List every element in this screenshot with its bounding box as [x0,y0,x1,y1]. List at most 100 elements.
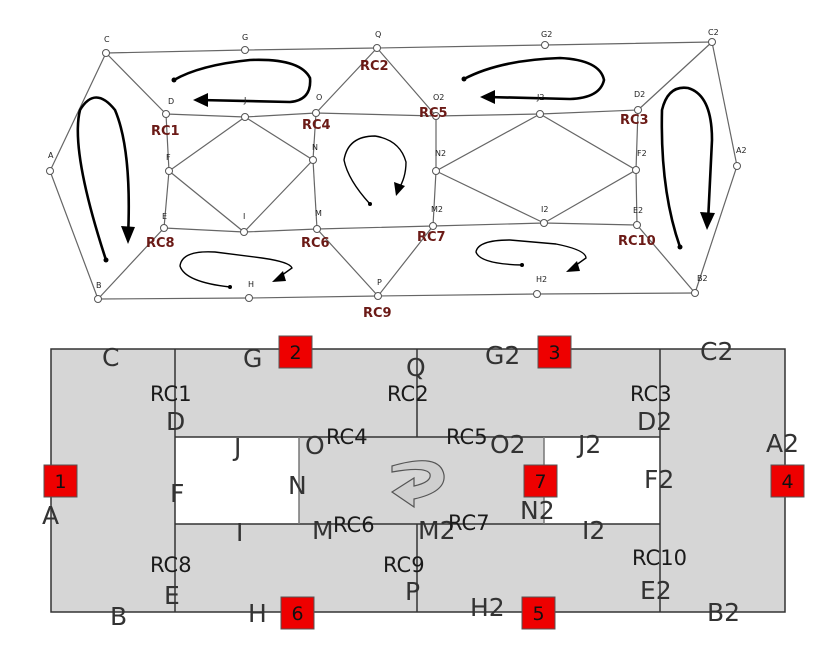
edge-n-m [312,159,318,230]
top-region-rc7: RC7 [417,230,446,245]
bottom-region-rc5: RC5 [446,425,488,449]
flow-arrow-right-head [700,212,715,230]
top-label-q: Q [375,30,381,39]
top-label-e: E [162,212,167,221]
edge-c2-d2 [637,41,713,111]
edge-b2-e2 [636,224,696,294]
edge-right [694,41,738,294]
bottom-label-p: P [405,577,420,606]
flow-arrow-bottom-right-head [566,261,580,272]
top-label-c2: C2 [708,28,719,37]
top-region-rc9: RC9 [363,306,392,321]
top-region-labels: RC1 RC2 RC3 RC4 RC5 RC6 RC7 RC8 RC9 RC10 [146,59,656,321]
flow-arrow-center-start [368,202,372,206]
graph-nodes [46,38,741,303]
top-region-rc3: RC3 [620,113,649,128]
edge-lower-mid [163,222,638,233]
badge-3: 3 [537,335,572,369]
node-f [165,167,173,175]
node-f2 [632,166,640,174]
top-label-n2: N2 [435,149,446,158]
bottom-region-rc4: RC4 [326,425,368,449]
bottom-node-labels: C G Q G2 C2 D J O O2 J2 D2 A2 A F N F2 I… [42,337,799,631]
node-j [241,113,249,121]
badge-6-label: 6 [291,603,303,625]
bottom-label-a2: A2 [766,429,799,458]
flow-arrow-right-start [677,244,683,250]
bottom-label-c: C [102,343,119,372]
bottom-region-rc7: RC7 [448,511,490,535]
node-h [245,294,253,302]
top-label-f: F [166,153,171,162]
node-i [240,228,248,236]
bottom-label-g2: G2 [485,341,520,370]
flow-arrow-top-right [463,56,606,101]
top-region-rc8: RC8 [146,236,175,251]
bottom-label-f2: F2 [644,465,674,494]
flow-arrow-top-right-start [461,76,467,82]
node-n2 [432,167,440,175]
node-a [46,167,54,175]
flow-arrow-right [660,86,714,248]
left-white-cavity [175,437,299,524]
bottom-label-n2: N2 [520,496,555,525]
bottom-label-i2: I2 [582,516,605,545]
flow-arrow-center-head [394,182,405,196]
bottom-region-rc3: RC3 [630,382,672,406]
node-j2 [536,110,544,118]
graph-diagram: C G Q G2 C2 D J O O2 J2 D2 A F N N2 F2 A… [46,28,747,321]
top-label-b: B [96,281,102,290]
badge-3-label: 3 [548,342,560,364]
top-label-h: H [248,280,254,289]
badge-7-label: 7 [534,471,546,493]
bottom-region-rc8: RC8 [150,553,192,577]
top-label-a: A [48,151,54,160]
top-region-rc1: RC1 [151,124,180,139]
bottom-region-rc10: RC10 [632,546,687,570]
edge-c-d [105,52,167,115]
top-label-g: G [242,33,248,42]
bottom-region-rc1: RC1 [150,382,192,406]
badge-1: 1 [43,464,78,498]
bottom-label-f: F [170,479,184,508]
flow-arrow-bottom-right [475,239,587,269]
top-region-rc2: RC2 [360,59,389,74]
node-n [309,156,317,164]
node-e [160,224,168,232]
bottom-label-n: N [288,471,307,500]
node-m2 [429,222,437,230]
flow-arrow-bottom-left-start [228,285,232,289]
flow-arrow-top-left-start [171,77,177,83]
flow-arrow-left [76,96,131,261]
top-label-d2: D2 [634,90,645,99]
edge-right-diamond [434,113,638,224]
bottom-label-b: B [110,602,127,631]
numbered-badges: 1 2 3 4 5 6 7 [43,335,805,630]
bottom-region-rc6: RC6 [333,513,375,537]
node-b [94,295,102,303]
rotation-arrow-shape [390,460,445,509]
bottom-label-j2: J2 [576,430,601,459]
bottom-label-m2: M2 [418,516,455,545]
badge-5-label: 5 [532,603,544,625]
node-g [241,46,249,54]
flow-arrow-left-start [103,257,109,263]
bottom-label-d: D [166,407,185,436]
flow-arrow-top-left [173,58,312,104]
bottom-label-h: H [248,599,267,628]
top-label-p: P [377,278,382,287]
block-layout: C G Q G2 C2 D J O O2 J2 D2 A2 A F N F2 I… [42,335,805,631]
badge-5: 5 [521,596,556,630]
flow-arrow-left-head [121,226,135,244]
top-label-j2: J2 [536,93,544,102]
edge-upper-mid [165,109,639,118]
top-label-i2: I2 [541,205,548,214]
badge-1-label: 1 [54,471,66,493]
bottom-label-j: J [232,433,241,462]
node-o [312,109,320,117]
badge-6: 6 [280,596,315,630]
layout-background [51,349,785,612]
top-label-n: N [312,143,318,152]
bottom-region-rc9: RC9 [383,553,425,577]
